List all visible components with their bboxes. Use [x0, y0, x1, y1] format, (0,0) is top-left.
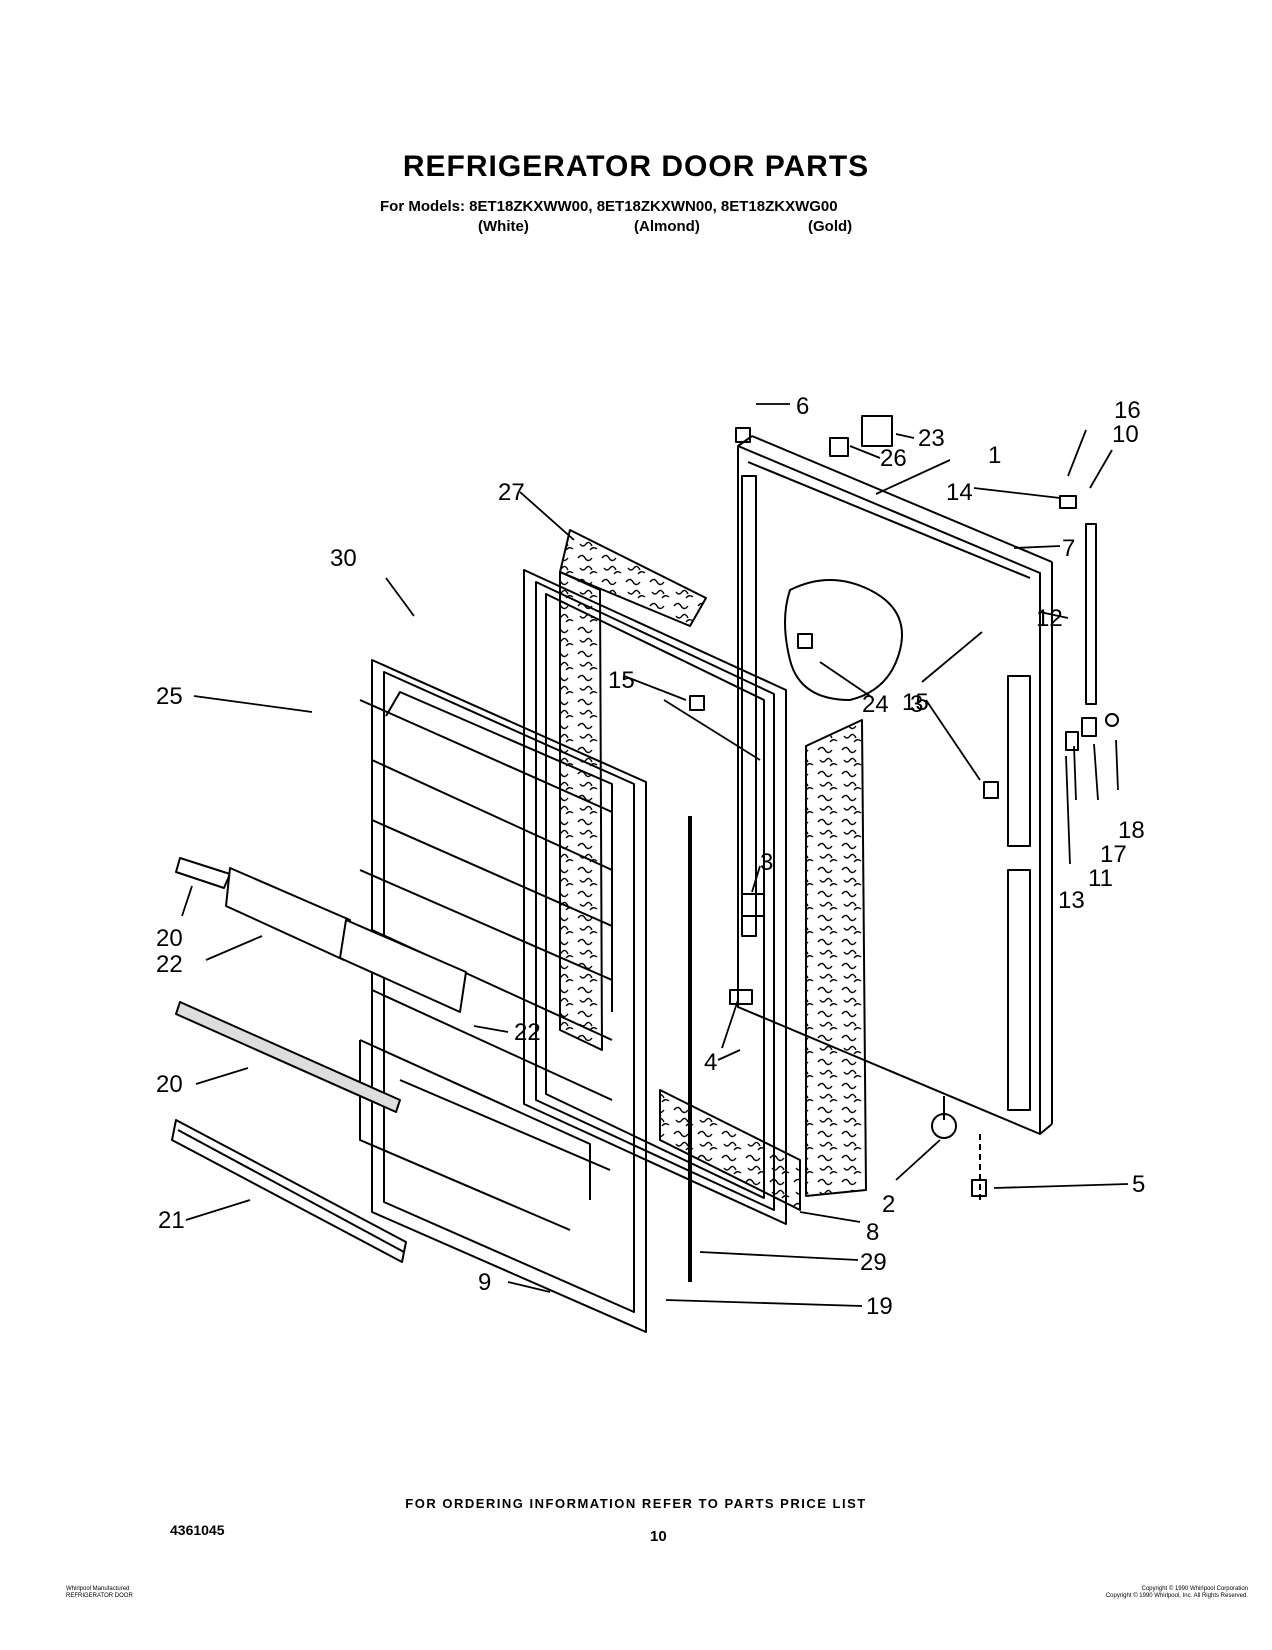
ordering-note: FOR ORDERING INFORMATION REFER TO PARTS … [405, 1496, 867, 1511]
door-insulation [559, 529, 867, 1211]
callout-19: 19 [866, 1293, 893, 1320]
callout-20a: 20 [156, 925, 183, 952]
callout-14: 14 [946, 479, 973, 506]
callout-16: 16 [1114, 397, 1141, 424]
door-shelves [171, 857, 467, 1263]
callout-30: 30 [330, 545, 357, 572]
door-liner [359, 659, 647, 1333]
callout-2: 2 [882, 1191, 895, 1218]
callout-9: 9 [478, 1269, 491, 1296]
door-gasket [523, 569, 787, 1225]
callout-25: 25 [156, 683, 183, 710]
callout-11: 11 [1088, 865, 1113, 892]
callout-22b: 22 [514, 1019, 541, 1046]
callout-21: 21 [158, 1207, 185, 1234]
callout-labels: 1 2 3 3 4 5 6 7 8 9 10 11 12 13 14 15 15… [156, 393, 1145, 1320]
copyright-line1: Copyright © 1990 Whirlpool Corporation [1141, 1586, 1248, 1592]
callout-29: 29 [860, 1249, 887, 1276]
callout-5: 5 [1132, 1171, 1145, 1198]
callout-15b: 15 [902, 689, 929, 716]
callout-24: 24 [862, 691, 889, 718]
callout-7: 7 [1062, 535, 1075, 562]
callout-1: 1 [988, 442, 1001, 469]
small-print-left: Whirlpool Manufactured REFRIGERATOR DOOR [66, 1586, 133, 1600]
callout-8: 8 [866, 1219, 879, 1246]
callout-10: 10 [1112, 421, 1139, 448]
callout-22a: 22 [156, 951, 183, 978]
callout-20b: 20 [156, 1071, 183, 1098]
callout-17: 17 [1100, 841, 1127, 868]
document-number: 4361045 [170, 1522, 225, 1538]
callout-23: 23 [918, 425, 945, 452]
callout-4: 4 [704, 1049, 717, 1076]
small-print-right: Copyright © 1990 Whirlpool Corporation C… [1038, 1586, 1248, 1600]
color-gold: (Gold) [808, 218, 853, 235]
callout-26: 26 [880, 445, 907, 472]
callout-3a: 3 [760, 849, 773, 876]
color-almond: (Almond) [634, 218, 700, 235]
copyright-line2: Copyright © 1990 Whirlpool, Inc. All Rig… [1105, 1593, 1248, 1599]
page-title: REFRIGERATOR DOOR PARTS [402, 150, 870, 183]
callout-6: 6 [796, 393, 809, 420]
small-print-left-line2: REFRIGERATOR DOOR [66, 1593, 133, 1599]
callout-27: 27 [498, 479, 525, 506]
callout-13: 13 [1058, 887, 1085, 914]
color-white: (White) [478, 218, 529, 235]
hinge-hardware [689, 415, 1119, 1200]
leader-lines [181, 403, 1129, 1307]
page-number: 10 [650, 1528, 667, 1545]
outer-door-panel [737, 435, 1053, 1135]
callout-3b: 3 [910, 691, 923, 718]
models-line: For Models: 8ET18ZKXWW00, 8ET18ZKXWN00, … [380, 198, 838, 215]
callout-12: 12 [1036, 605, 1063, 632]
small-print-left-line1: Whirlpool Manufactured [66, 1586, 130, 1592]
callout-15a: 15 [608, 667, 635, 694]
callout-18: 18 [1118, 817, 1145, 844]
